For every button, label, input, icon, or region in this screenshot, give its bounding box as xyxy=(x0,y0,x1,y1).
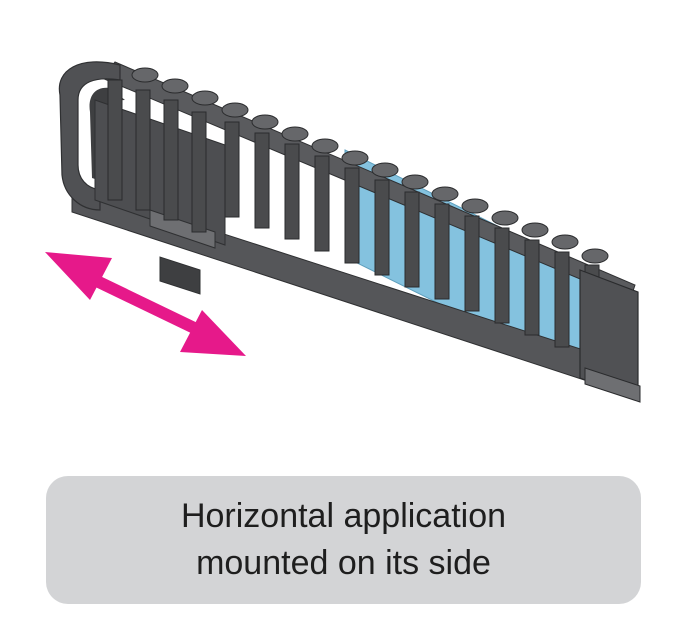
chain-link xyxy=(434,203,450,300)
chain-link xyxy=(135,89,151,211)
chain-pin xyxy=(431,186,459,202)
chain-link xyxy=(494,227,510,324)
chain-bend xyxy=(58,61,121,211)
chain-link xyxy=(344,167,360,264)
arrowhead-left xyxy=(45,252,112,300)
chain-pin xyxy=(461,198,489,214)
cable-chain-illustration xyxy=(45,61,641,403)
chain-pin xyxy=(131,67,159,83)
caption-line-1: Horizontal application xyxy=(180,497,507,535)
chain-link xyxy=(107,79,123,201)
chain-link xyxy=(374,179,390,276)
end-bracket-right-foot xyxy=(584,367,641,403)
chain-pin xyxy=(521,222,549,238)
chain-link xyxy=(191,111,207,233)
chain-link xyxy=(464,215,480,312)
caption-box: Horizontal application mounted on its si… xyxy=(46,476,641,604)
chain-link xyxy=(314,155,330,252)
chain-pin xyxy=(221,102,249,118)
arrowhead-right xyxy=(180,310,246,356)
chain-link xyxy=(554,251,570,348)
motion-arrow-shaft xyxy=(75,266,218,344)
chain-pin xyxy=(581,248,609,264)
chain-link xyxy=(163,99,179,221)
chain-link xyxy=(254,132,270,229)
chain-link xyxy=(284,143,300,240)
chain-pin xyxy=(281,126,309,142)
chain-pin xyxy=(251,114,279,130)
chain-link xyxy=(524,239,540,336)
motion-arrow xyxy=(45,252,246,356)
chain-pin xyxy=(551,234,579,250)
chain-link xyxy=(224,121,240,218)
chain-link xyxy=(404,191,420,288)
chain-pin xyxy=(371,162,399,178)
chain-pin xyxy=(341,150,369,166)
chain-links xyxy=(107,79,600,361)
chain-pin xyxy=(491,210,519,226)
caption-line-2: mounted on its side xyxy=(196,544,491,582)
end-bracket-left xyxy=(159,256,201,295)
chain-pin xyxy=(401,174,429,190)
chain-top-plates xyxy=(131,67,609,264)
chain-pin xyxy=(311,138,339,154)
chain-pin xyxy=(161,78,189,94)
chain-pin xyxy=(191,90,219,106)
